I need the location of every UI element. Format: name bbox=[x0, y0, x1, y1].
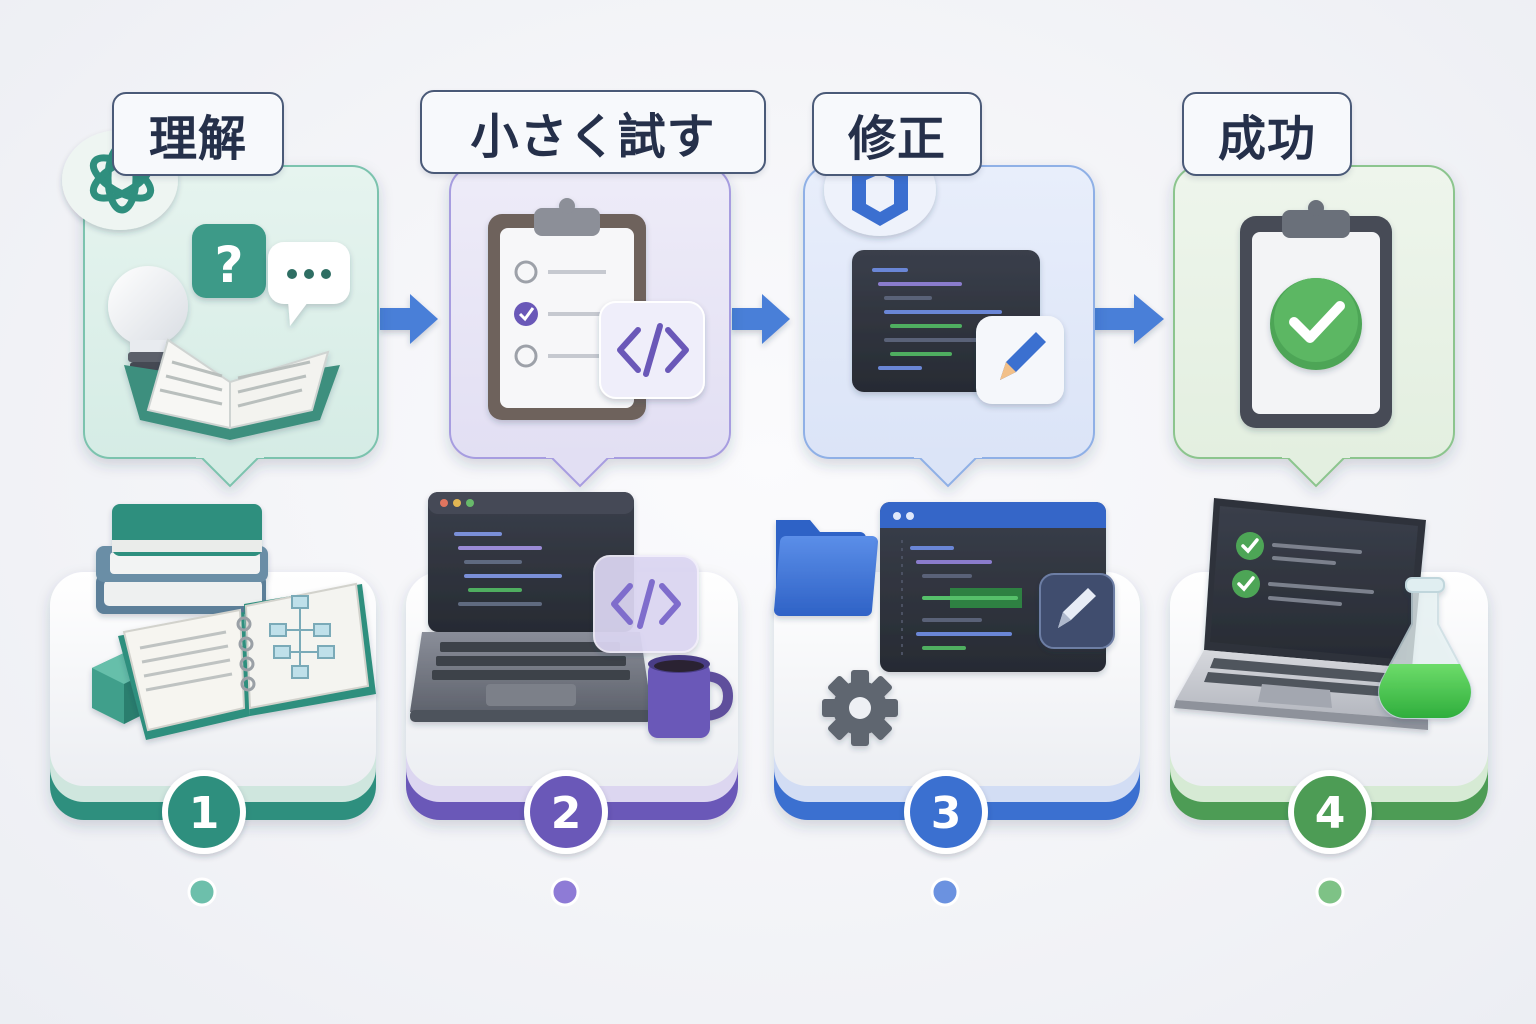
checkmark-icon bbox=[1270, 278, 1362, 370]
open-book-icon bbox=[124, 338, 340, 440]
timeline-dot-2 bbox=[550, 877, 580, 907]
code-editor-window-icon bbox=[880, 502, 1106, 672]
step-number-3: 3 bbox=[931, 788, 962, 839]
step-label-4: 成功 bbox=[1182, 92, 1352, 176]
arrow-right-icon bbox=[732, 294, 790, 344]
coffee-mug-icon bbox=[648, 655, 734, 738]
arrow-right-icon bbox=[380, 294, 438, 344]
gear-icon bbox=[822, 670, 898, 746]
step-badge-2: 2 bbox=[524, 770, 608, 854]
step-3 bbox=[774, 144, 1140, 820]
step-label-3: 修正 bbox=[812, 92, 982, 176]
step-badge-1: 1 bbox=[162, 770, 246, 854]
svg-text:?: ? bbox=[214, 236, 243, 294]
laptop-code-icon bbox=[410, 492, 652, 722]
step-1: ? bbox=[50, 130, 379, 820]
pencil-icon bbox=[976, 316, 1064, 404]
step-badge-4: 4 bbox=[1288, 770, 1372, 854]
step-badge-3: 3 bbox=[904, 770, 988, 854]
flowchart-notebook-icon bbox=[118, 582, 376, 740]
timeline-dot-3 bbox=[930, 877, 960, 907]
arrow-right-icon bbox=[1094, 294, 1164, 344]
step-4 bbox=[1170, 165, 1488, 820]
badge-circle-1 bbox=[168, 776, 240, 848]
step-number-4: 4 bbox=[1315, 788, 1346, 839]
timeline-dot-4 bbox=[1315, 877, 1345, 907]
step-2 bbox=[406, 165, 738, 820]
question-mark-icon: ? bbox=[192, 224, 266, 298]
badge-circle-2 bbox=[530, 776, 602, 848]
timeline-dot-1 bbox=[187, 877, 217, 907]
code-tag-icon bbox=[599, 301, 705, 399]
step-number-1: 1 bbox=[189, 788, 220, 839]
step-label-1: 理解 bbox=[112, 92, 284, 176]
step-number-2: 2 bbox=[551, 788, 582, 839]
laptop-checklist-icon bbox=[1174, 498, 1428, 730]
badge-circle-4 bbox=[1294, 776, 1366, 848]
speech-bubble-icon bbox=[268, 242, 350, 326]
book-stack-icon bbox=[96, 504, 268, 614]
folder-icon bbox=[774, 520, 878, 616]
pencil-icon bbox=[1039, 573, 1115, 649]
step-label-2: 小さく試す bbox=[420, 90, 766, 174]
code-tag-icon bbox=[593, 555, 699, 653]
timeline bbox=[187, 877, 1345, 907]
badge-circle-3 bbox=[910, 776, 982, 848]
flask-icon bbox=[1378, 577, 1472, 720]
